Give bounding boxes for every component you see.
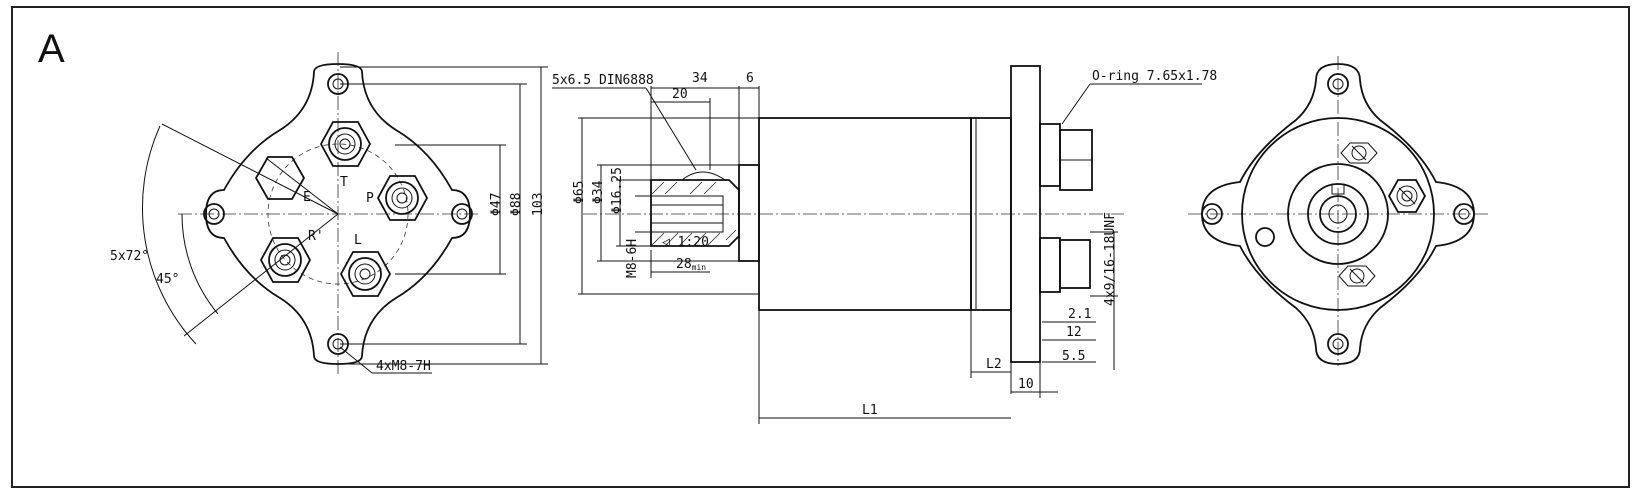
dim-34-label: 34 bbox=[692, 71, 708, 86]
oring-label: O-ring 7.65x1.78 bbox=[1092, 69, 1217, 84]
taper-label: ◁ 1:20 bbox=[662, 235, 709, 250]
front-view: T P E R' L 5x72° 45° Φ47 Φ88 103 4xM8-7H bbox=[110, 52, 548, 375]
l1-label: L1 bbox=[862, 403, 878, 418]
port-label-p: P bbox=[366, 191, 374, 206]
dim-103-label: 103 bbox=[531, 193, 546, 216]
port-label-t: T bbox=[340, 175, 348, 190]
rear-view bbox=[1188, 56, 1490, 366]
side-view: 34 6 20 5x6.5 DIN6888 Φ65 Φ34 Φ16.25 M8-… bbox=[552, 65, 1217, 424]
port-thread-label: 4x9/16-18UNF bbox=[1103, 212, 1118, 306]
key-label: 5x6.5 DIN6888 bbox=[552, 73, 654, 88]
angle-pattern-label: 5x72° bbox=[110, 249, 149, 264]
dim-10-label: 10 bbox=[1018, 377, 1034, 392]
dia-88-label: Φ88 bbox=[509, 193, 524, 216]
dim-20-label: 20 bbox=[672, 87, 688, 102]
dim-28min-label: 28min bbox=[676, 257, 706, 272]
mount-holes-label: 4xM8-7H bbox=[376, 359, 431, 374]
l2-label: L2 bbox=[986, 357, 1002, 372]
thread-label: M8-6H bbox=[625, 239, 640, 278]
angle-offset-label: 45° bbox=[156, 272, 179, 287]
port-label-e: E bbox=[303, 190, 311, 205]
panel-label: A bbox=[38, 27, 65, 71]
port-label-l: L bbox=[354, 233, 362, 248]
dim-6-label: 6 bbox=[746, 71, 754, 86]
dim-12-label: 12 bbox=[1066, 325, 1082, 340]
dia-34-label: Φ34 bbox=[591, 180, 606, 204]
drawing-border bbox=[11, 6, 1630, 488]
dia-65-label: Φ65 bbox=[572, 181, 587, 204]
dia-16-25-label: Φ16.25 bbox=[610, 167, 625, 214]
dia-47-label: Φ47 bbox=[489, 193, 504, 216]
dim-2-1-label: 2.1 bbox=[1068, 307, 1091, 322]
dim-5-5-label: 5.5 bbox=[1062, 349, 1085, 364]
port-label-r: R' bbox=[308, 229, 324, 244]
